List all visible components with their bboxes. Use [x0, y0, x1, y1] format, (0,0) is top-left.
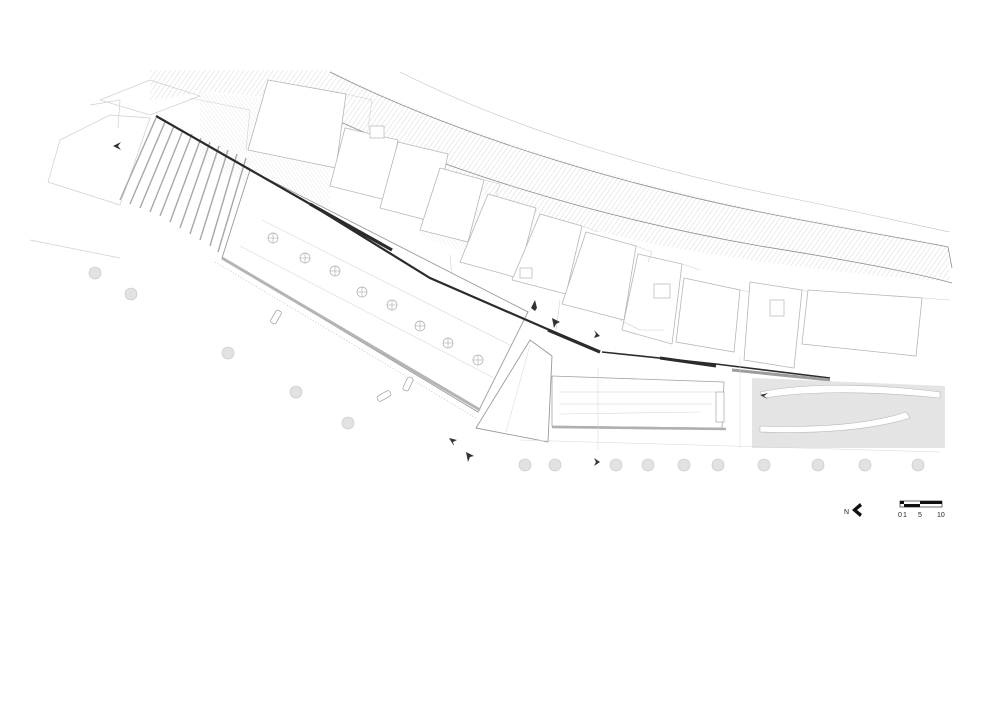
scale-label: 5 [918, 512, 922, 519]
right-lower-building [551, 375, 725, 429]
dark-wall-segment [547, 328, 601, 354]
building-block [743, 281, 803, 369]
right-building-end [715, 391, 725, 423]
entrance-markers [113, 142, 768, 466]
entrance-arrow-icon [531, 300, 537, 311]
entrance-arrow-icon [760, 393, 768, 399]
scale-label: 0 [898, 512, 902, 519]
tree [609, 458, 623, 472]
road-edge-line [329, 71, 953, 269]
vehicle [402, 376, 414, 392]
scale-bar: 0 1 5 10 [898, 500, 945, 519]
scale-bar-segment [900, 501, 904, 504]
stair-strips [119, 117, 247, 253]
tree [811, 458, 825, 472]
dark-wall-line-right [601, 351, 831, 379]
tree [677, 458, 691, 472]
tree [548, 458, 562, 472]
tree [341, 416, 355, 430]
north-label: N [844, 509, 849, 516]
triangular-pavilion [475, 339, 553, 443]
main-building-left-wing [221, 169, 529, 413]
tree [289, 385, 303, 399]
building-inner-line [239, 245, 495, 379]
gray-wall-segment [731, 368, 831, 382]
scale-bar-segment [904, 504, 920, 507]
scale-bar-segment [920, 501, 942, 504]
building-gray-edge [221, 256, 481, 412]
scale-label: 10 [937, 512, 945, 519]
tree [221, 346, 235, 360]
dark-wall-line [155, 115, 601, 354]
entrance-arrow-icon [466, 452, 474, 462]
gray-lot-ramp [759, 411, 911, 433]
entrance-arrow-icon [552, 318, 560, 328]
tree [88, 266, 102, 280]
building-block [801, 289, 923, 357]
tree [641, 458, 655, 472]
right-building-gray-edge [551, 425, 727, 431]
entrance-arrow-icon [594, 458, 600, 466]
building-block [621, 253, 683, 345]
column-marker-crosses [268, 233, 483, 365]
gray-lot-ramp [759, 384, 941, 399]
vehicle [376, 390, 392, 402]
vehicles [270, 309, 414, 402]
trees [88, 266, 925, 472]
guide-lines [519, 356, 941, 453]
tree [711, 458, 725, 472]
scale-bar-outline [899, 500, 943, 508]
pavilion-inner-line [505, 344, 531, 433]
entrance-arrow-icon [449, 438, 457, 446]
dark-wall-segment [659, 356, 717, 368]
road-band [150, 70, 950, 282]
tree [518, 458, 532, 472]
scale-label: 1 [903, 512, 907, 519]
north-arrow-icon [852, 503, 862, 517]
tree [757, 458, 771, 472]
building-inner-line [261, 219, 511, 346]
building-block [675, 277, 741, 353]
right-building-inner [559, 411, 701, 415]
tree [124, 287, 138, 301]
road-edge-line-2 [399, 71, 951, 233]
building-notches [369, 125, 785, 317]
entrance-arrow-icon [594, 330, 600, 338]
tree [858, 458, 872, 472]
tree [911, 458, 925, 472]
entrance-arrow-icon [113, 142, 121, 150]
building-block-group [247, 79, 923, 369]
dark-wall-segment [309, 202, 393, 252]
left-plaza-outline [29, 79, 202, 259]
vehicle [270, 309, 282, 325]
north-arrow: N [844, 503, 862, 517]
